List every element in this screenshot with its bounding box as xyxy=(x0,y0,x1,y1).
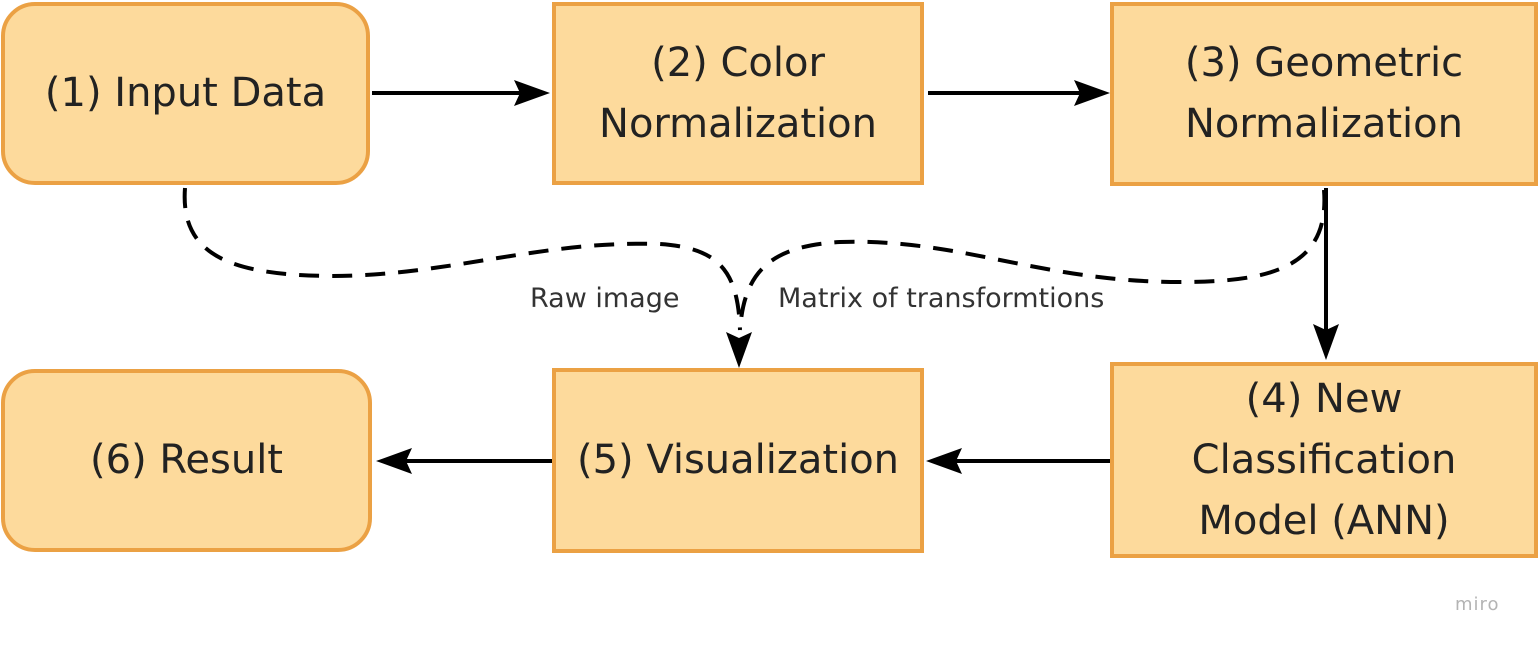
node-color-normalization-label: (2) Color Normalization xyxy=(599,39,877,147)
edge-color-to-geometric xyxy=(928,80,1110,106)
edge-input-to-color xyxy=(372,80,550,106)
node-classification-model: (4) New Classification Model (ANN) xyxy=(1110,362,1538,558)
node-geometric-normalization-label: (3) Geometric Normalization xyxy=(1184,40,1464,147)
arrowhead-icon xyxy=(1313,324,1339,360)
arrowhead-icon xyxy=(726,332,752,368)
node-result-label: (6) Result xyxy=(90,437,283,483)
arrowhead-icon xyxy=(514,80,550,106)
node-visualization-label: (5) Visualization xyxy=(576,437,900,483)
arrowhead-icon xyxy=(926,448,962,474)
node-result: (6) Result xyxy=(1,369,372,552)
node-color-normalization: (2) Color Normalization xyxy=(552,2,924,185)
miro-watermark: miro xyxy=(1455,594,1500,615)
arrowhead-icon xyxy=(376,448,412,474)
node-visualization: (5) Visualization xyxy=(552,368,924,553)
node-geometric-normalization: (3) Geometric Normalization xyxy=(1110,2,1538,186)
edge-raw-image-dashed xyxy=(182,187,742,331)
edge-label-matrix: Matrix of transformtions xyxy=(778,283,1105,314)
node-input-data-label: (1) Input Data xyxy=(44,70,327,116)
node-input-data: (1) Input Data xyxy=(1,2,370,185)
edge-classification-to-visualization xyxy=(926,448,1110,474)
edge-label-raw-image: Raw image xyxy=(530,283,680,314)
edge-visualization-to-result xyxy=(376,448,552,474)
arrowhead-icon xyxy=(1074,80,1110,106)
node-classification-model-label: (4) New Classification Model (ANN) xyxy=(1191,375,1457,544)
edge-matrix-dashed xyxy=(738,189,1327,331)
edge-geometric-to-classification xyxy=(1313,188,1339,360)
